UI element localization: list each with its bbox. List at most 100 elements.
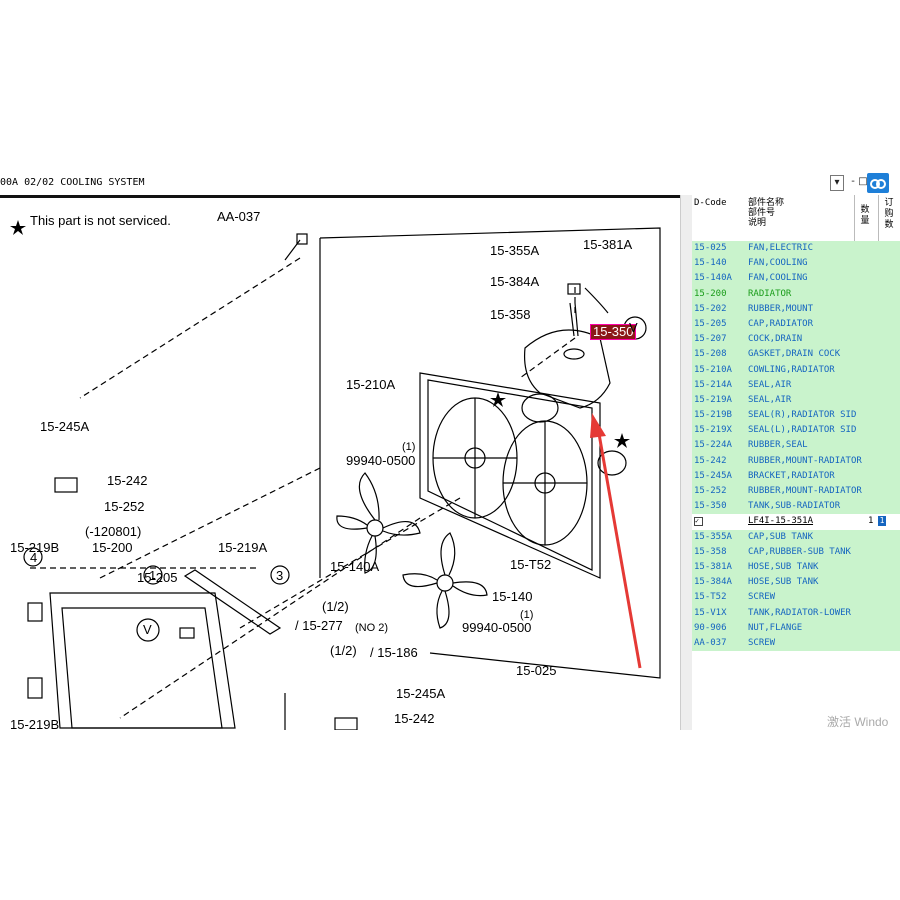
order-qty-input[interactable]: 1 (878, 516, 886, 527)
parts-catalog-window: 00A 02/02 COOLING SYSTEM ▾ - □ (0, 173, 900, 730)
label-15-t52: 15-T52 (510, 557, 552, 572)
row-desc: SEAL,AIR (748, 394, 792, 405)
not-serviced-note: This part is not serviced. (30, 213, 171, 228)
table-row[interactable]: 15-245A BRACKET,RADIATOR (692, 468, 900, 484)
label-15-219a: 15-219A (218, 540, 268, 555)
label-half-a: (1/2) (322, 599, 349, 614)
label-15-381a: 15-381A (583, 237, 633, 252)
label-120801: (-120801) (85, 524, 142, 539)
row-desc: HOSE,SUB TANK (748, 577, 819, 588)
label-15-140a: 15-140A (330, 559, 380, 574)
part-qty: 1 (868, 516, 874, 527)
label-half-b: (1/2) (330, 643, 357, 658)
table-row[interactable]: 15-355A CAP,SUB TANK (692, 529, 900, 545)
table-row[interactable]: 15-200 RADIATOR (692, 286, 900, 302)
header-name[interactable]: 部件名称 部件号 说明 (748, 198, 784, 228)
circle-v-bottom: V (143, 622, 152, 637)
row-desc: SEAL(R),RADIATOR SID (748, 410, 857, 421)
window-title: 00A 02/02 COOLING SYSTEM (0, 177, 145, 188)
table-row[interactable]: 15-205 CAP,RADIATOR (692, 316, 900, 333)
row-code: 15-355A (694, 531, 732, 542)
row-desc: RUBBER,MOUNT (748, 303, 814, 314)
circle-v-top: V (629, 320, 638, 335)
label-15-210a: 15-210A (346, 377, 396, 392)
row-desc: FAN,COOLING (748, 273, 808, 284)
header-qty[interactable]: 数量 (860, 205, 870, 226)
table-row[interactable]: 15-224A RUBBER,SEAL (692, 438, 900, 454)
part-checkbox[interactable]: ✓ (694, 517, 703, 527)
row-desc: COWLING,RADIATOR (748, 364, 835, 375)
maximize-button[interactable]: □ (858, 176, 868, 187)
row-code: 15-T52 (694, 592, 727, 603)
row-code: 15-200 (694, 288, 727, 299)
row-desc: CAP,RADIATOR (748, 318, 814, 329)
label-aa-037: AA-037 (217, 209, 261, 224)
row-code: 15-207 (694, 334, 727, 345)
label-15-140: 15-140 (492, 589, 533, 604)
label-15-384a: 15-384A (490, 274, 540, 289)
row-desc: BRACKET,RADIATOR (748, 470, 835, 481)
row-desc: RADIATOR (748, 288, 792, 299)
row-code: 15-205 (694, 318, 727, 329)
splitter-scrollbar[interactable] (680, 195, 693, 730)
label-15-358: 15-358 (490, 307, 531, 322)
row-desc: HOSE,SUB TANK (748, 561, 819, 572)
row-desc: RUBBER,SEAL (748, 440, 808, 451)
table-row[interactable]: 15-207 COCK,DRAIN (692, 332, 900, 348)
label-no-2: (NO 2) (355, 622, 388, 634)
row-code: 15-224A (694, 440, 732, 451)
app-cloud-icon[interactable] (867, 173, 889, 193)
label-15-205: 15-205 (137, 570, 178, 585)
part-number[interactable]: LF4I-15-351A (748, 516, 814, 527)
row-desc: SCREW (748, 592, 776, 603)
label-15-350-highlighted[interactable]: 15-350 (589, 324, 637, 340)
label-99940-0500-b: 99940-0500 (462, 620, 532, 635)
row-desc: CAP,SUB TANK (748, 531, 814, 542)
row-desc: CAP,RUBBER-SUB TANK (748, 546, 851, 557)
sub-part-row[interactable]: ✓ LF4I-15-351A 1 1 (692, 514, 900, 530)
header-order[interactable]: 订购数 (884, 198, 894, 230)
row-desc: RUBBER,MOUNT-RADIATOR (748, 455, 862, 466)
table-row[interactable]: 15-381A HOSE,SUB TANK (692, 559, 900, 576)
row-code: 15-140A (694, 273, 732, 284)
row-desc: FAN,ELECTRIC (748, 243, 814, 253)
table-row[interactable]: AA-037 SCREW (692, 635, 900, 652)
row-code: 15-358 (694, 546, 727, 557)
label-15-252: 15-252 (104, 499, 145, 514)
parts-list-header: D-Code 部件名称 部件号 说明 数量 订购数 (692, 195, 900, 242)
dropdown-button[interactable]: ▾ (830, 175, 844, 191)
row-code: 15-245A (694, 470, 732, 481)
minimize-button[interactable]: - (851, 176, 855, 187)
table-row[interactable]: 15-358 CAP,RUBBER-SUB TANK (692, 544, 900, 560)
row-code: 15-350 (694, 501, 727, 512)
label-15-200: 15-200 (92, 540, 133, 555)
header-dcode[interactable]: D-Code (694, 198, 727, 208)
label-15-242-top: 15-242 (107, 473, 148, 488)
row-desc: COCK,DRAIN (748, 334, 803, 345)
row-code: 15-214A (694, 379, 732, 390)
label-15-025: 15-025 (516, 663, 557, 678)
row-desc: SCREW (748, 637, 776, 648)
row-code: AA-037 (694, 637, 727, 648)
label-99940-0500-a: 99940-0500 (346, 453, 416, 468)
table-row[interactable]: 15-T52 SCREW (692, 590, 900, 606)
row-code: 15-381A (694, 561, 732, 572)
table-row[interactable]: 15-140A FAN,COOLING (692, 271, 900, 287)
